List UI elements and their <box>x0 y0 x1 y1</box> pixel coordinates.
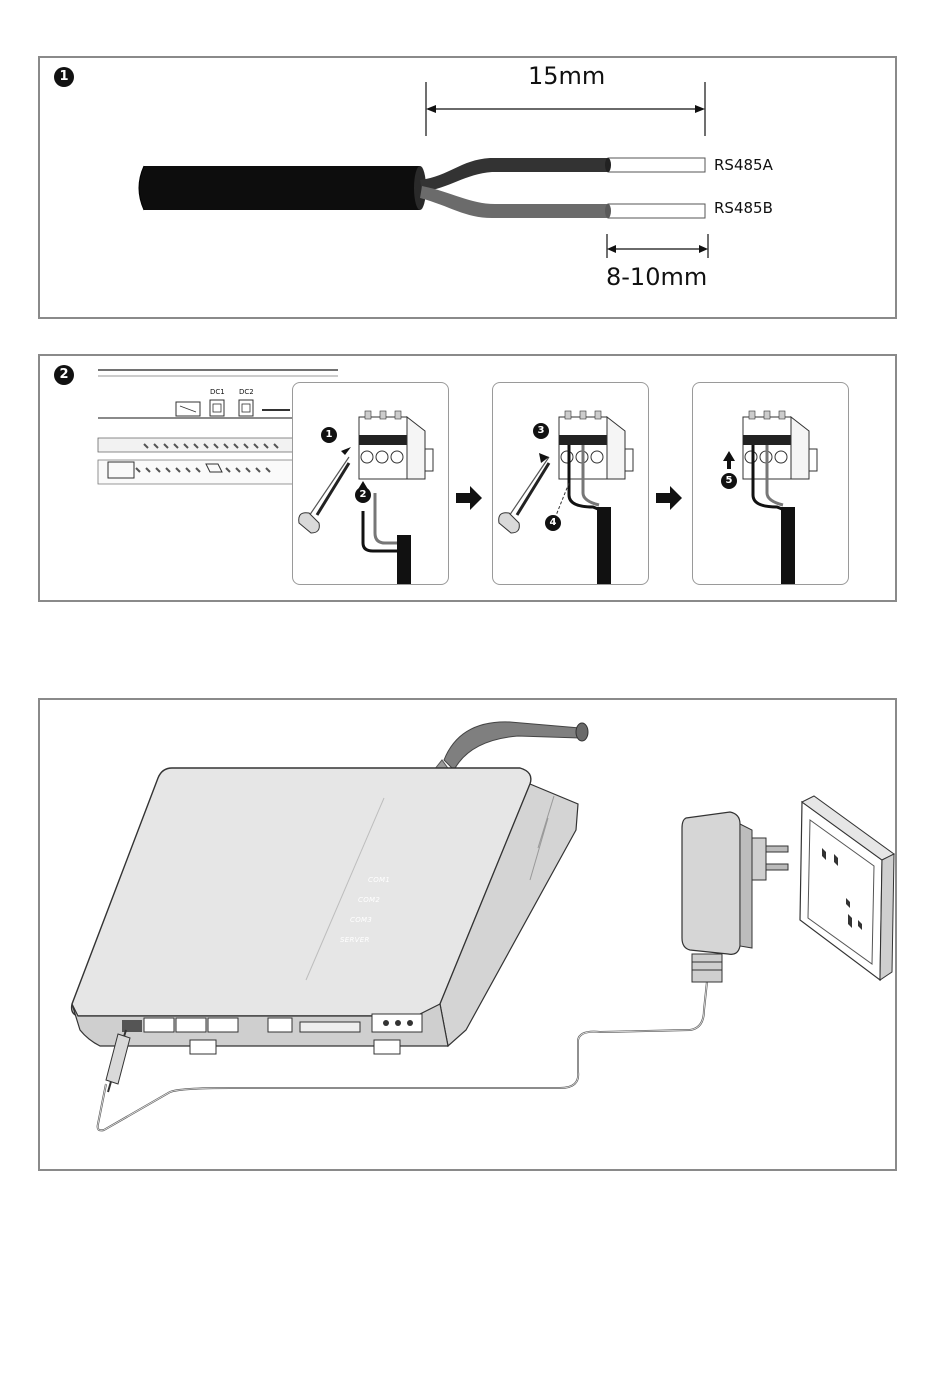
led-label-com3: COM3 <box>350 916 372 924</box>
wall-socket <box>800 796 894 980</box>
wiring-step-card-check: 5 <box>692 382 849 585</box>
gateway-device <box>72 768 578 1054</box>
strip-length-label: 15mm <box>528 62 605 90</box>
wire-rs485b <box>420 186 705 218</box>
bare-length-label: 8-10mm <box>606 263 707 291</box>
panel-terminal-wiring: 2 <box>38 354 897 602</box>
wire-a-label: RS485A <box>714 156 773 174</box>
terminal-check-illustration <box>693 383 848 584</box>
panel-cable-stripping: 1 <box>38 56 897 319</box>
led-label-com2: COM2 <box>358 896 380 904</box>
led-label-server: SERVER <box>340 936 370 944</box>
panel-power-connection: COM1 COM2 COM3 SERVER <box>38 698 897 1171</box>
dimension-8-10mm <box>607 234 708 258</box>
led-label-com1: COM1 <box>368 876 390 884</box>
wire-b-label: RS485B <box>714 199 773 217</box>
cable-diagram <box>40 58 899 321</box>
power-adapter <box>682 812 788 982</box>
dimension-15mm <box>426 82 705 136</box>
sub-step-5-badge: 5 <box>721 473 737 489</box>
cable-jacket <box>139 166 426 210</box>
gateway-power-illustration <box>40 700 899 1173</box>
wire-rs485a <box>420 158 705 192</box>
